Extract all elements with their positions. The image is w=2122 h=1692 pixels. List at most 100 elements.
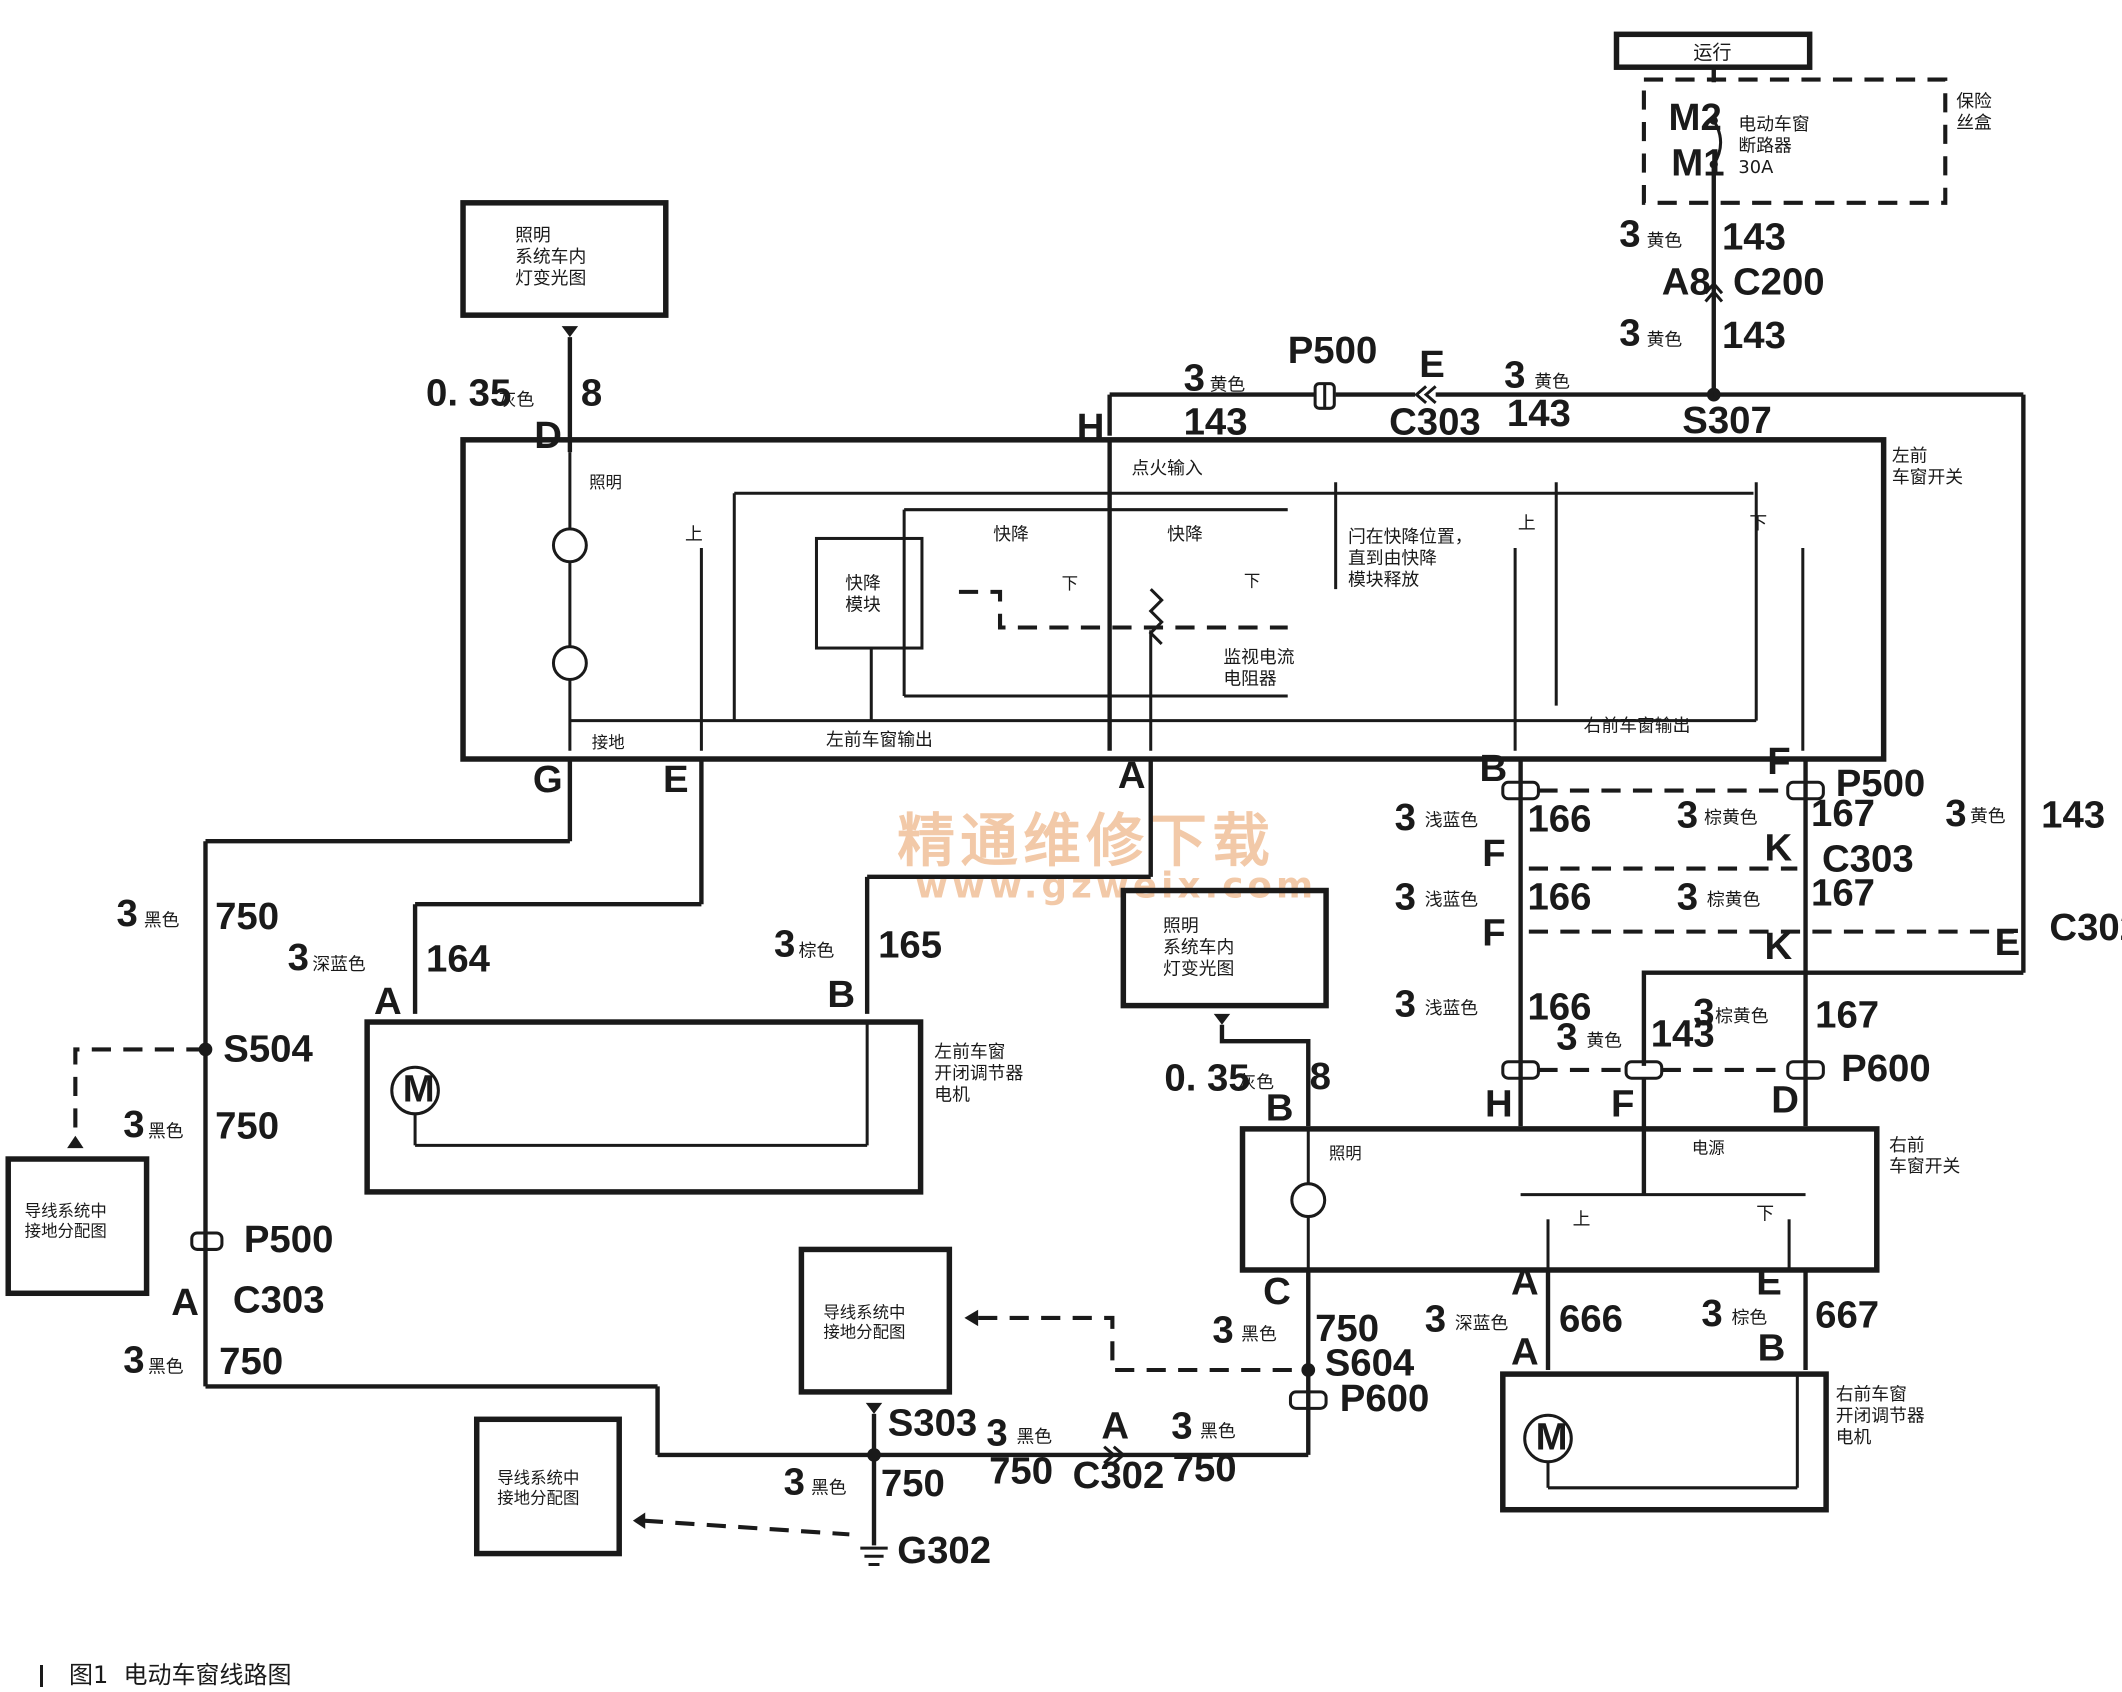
pin-c-rs: C <box>1263 1270 1291 1313</box>
c-143f: 黄色 <box>1586 1031 1622 1052</box>
g-143a: 3 <box>1619 213 1640 256</box>
conn-p500-top: P500 <box>1288 329 1378 372</box>
c-143e: 黄色 <box>1970 806 2006 827</box>
left-motor-symbol: M <box>403 1067 435 1110</box>
w-8b: 8 <box>1310 1055 1331 1098</box>
watermark-text: 精通维修下载 <box>897 807 1275 874</box>
g-750c: 3 <box>123 1339 144 1382</box>
w-166b: 166 <box>1527 876 1591 919</box>
conn-c302-r: C302 <box>2049 906 2122 949</box>
conn-p600-r: P600 <box>1841 1047 1931 1090</box>
w-167b: 167 <box>1811 872 1875 915</box>
pin-a-rs: A <box>1511 1261 1539 1304</box>
w-167c: 167 <box>1815 994 1879 1037</box>
pin-f-c303: F <box>1482 832 1505 875</box>
w-167a: 167 <box>1811 792 1875 835</box>
left-motor: M 左前车窗开闭调节器电机 <box>364 1019 1023 1195</box>
lighting-label-l: 照明 <box>589 473 622 492</box>
w-666: 666 <box>1559 1298 1623 1341</box>
down-center: 下 <box>1062 574 1078 593</box>
pin-a8: A8 <box>1662 261 1711 304</box>
left-window-switch: 左前车窗开关 照明 接地 上 快降模块 快降 快降 点火输入 下 下 监视电流电… <box>460 437 1963 762</box>
c-143a: 黄色 <box>1647 231 1683 252</box>
up-left: 上 <box>685 524 703 545</box>
g-143e: 3 <box>1945 792 1966 835</box>
c-164: 深蓝色 <box>312 954 366 975</box>
g-750a: 3 <box>116 892 137 935</box>
ground-ref-middle: 导线系统中接地分配图 <box>798 1246 953 1395</box>
right-motor-symbol: M <box>1536 1415 1568 1458</box>
pin-e-rs: E <box>1756 1261 1782 1304</box>
c-165: 棕色 <box>799 940 835 961</box>
down-right: 下 <box>1749 513 1767 534</box>
c-8a: 灰色 <box>499 390 535 411</box>
w-750g: 750 <box>1315 1307 1379 1350</box>
splice-s303: S303 <box>888 1402 978 1445</box>
g-165: 3 <box>774 922 795 965</box>
right-switch-title: 右前车窗开关 <box>1889 1135 1960 1177</box>
c-750e: 黑色 <box>1016 1427 1052 1448</box>
g-166b: 3 <box>1395 876 1416 919</box>
w-750b: 750 <box>215 1104 279 1147</box>
conn-c303-top: C303 <box>1389 400 1481 443</box>
right-window-switch: 右前车窗开关 照明 电源 上 下 <box>1239 1126 1961 1273</box>
c-750c: 黑色 <box>148 1357 184 1378</box>
w-166a: 166 <box>1527 798 1591 841</box>
current-resistor: 监视电流电阻器 <box>1223 647 1294 689</box>
lighting-ref-mid: 照明系统车内灯变光图 <box>1120 887 1329 1009</box>
pin-f-r: F <box>1767 740 1790 783</box>
g-143d: 3 <box>1184 357 1205 400</box>
c-143b: 黄色 <box>1647 329 1683 350</box>
g-750b: 3 <box>123 1103 144 1146</box>
lighting-ref-top: 照明系统车内灯变光图 <box>460 200 669 318</box>
right-motor: M 右前车窗开闭调节器电机 <box>1500 1371 1925 1513</box>
g-8a: 0. 35 <box>426 372 511 415</box>
express-left: 快降 <box>993 524 1029 545</box>
ground-g302: G302 <box>897 1529 991 1572</box>
ground-ref-bottom: 导线系统中接地分配图 <box>473 1416 622 1557</box>
pin-e-c302: E <box>1995 921 2021 964</box>
c-166b: 浅蓝色 <box>1425 890 1479 911</box>
w-143a: 143 <box>1722 215 1786 258</box>
g-750g: 3 <box>1212 1309 1233 1352</box>
fuse-box-title: 保险丝盒 <box>1956 91 1992 133</box>
pin-e-top: E <box>1419 343 1445 386</box>
g-750e: 3 <box>986 1411 1007 1454</box>
w-750c: 750 <box>219 1340 283 1383</box>
run-label: 运行 <box>1693 41 1731 64</box>
w-164: 164 <box>426 937 491 980</box>
figure-caption: 图1 电动车窗线路图 <box>40 1655 292 1690</box>
run-box: 运行 <box>1613 31 1813 70</box>
c-750b: 黑色 <box>148 1121 184 1142</box>
caption-fig: 图1 <box>69 1661 109 1689</box>
w-750e: 750 <box>989 1450 1053 1493</box>
pin-f-c302: F <box>1482 911 1505 954</box>
left-switch-title: 左前车窗开关 <box>1892 446 1963 488</box>
splice-s307: S307 <box>1682 399 1772 442</box>
c-166a: 浅蓝色 <box>1425 810 1479 831</box>
ground-ref-left-label: 导线系统中接地分配图 <box>25 1202 107 1241</box>
right-power: 电源 <box>1692 1139 1725 1158</box>
g-167c: 3 <box>1693 991 1714 1034</box>
conn-c303-r: C303 <box>1822 837 1914 880</box>
pin-d-left: D <box>534 414 562 457</box>
c-167b: 棕黄色 <box>1707 890 1761 911</box>
right-lighting: 照明 <box>1329 1144 1362 1163</box>
watermark-url: www.gzweix.com <box>915 865 1317 906</box>
lighting-ref-top-label: 照明系统车内灯变光图 <box>515 225 586 289</box>
pin-e-left: E <box>663 758 689 801</box>
conn-c302-mid: C302 <box>1073 1454 1165 1497</box>
down-right-inner: 下 <box>1244 571 1260 590</box>
pin-g: G <box>533 758 563 801</box>
caption-bar <box>40 1665 43 1687</box>
c-667: 棕色 <box>1732 1307 1768 1328</box>
pin-d-rs: D <box>1771 1078 1799 1121</box>
express-right: 快降 <box>1167 524 1203 545</box>
w-750f: 750 <box>1173 1447 1237 1490</box>
pin-a-lm: A <box>374 980 402 1023</box>
c-167a: 棕黄色 <box>1704 807 1758 828</box>
w-143e: 143 <box>2041 794 2105 837</box>
pin-b-r: B <box>1480 747 1508 790</box>
express-module: 快降模块 <box>845 573 881 615</box>
